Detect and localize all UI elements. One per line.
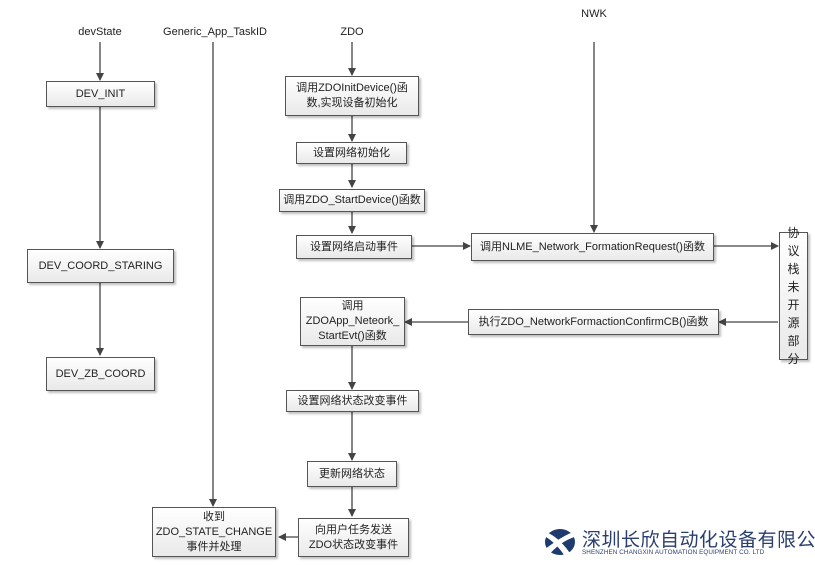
- start-device-box: 调用ZDO_StartDevice()函数: [279, 189, 425, 212]
- start-evt-box: 调用 ZDOApp_Neteork_ StartEvt()函数: [300, 297, 405, 346]
- start-event-box: 设置网络启动事件: [296, 235, 412, 259]
- stack-char-5: 开: [787, 298, 800, 312]
- state-change-event-box: 设置网络状态改变事件: [286, 390, 419, 412]
- stack-closed-source-box: 协 议 栈 未 开 源 部 分: [779, 226, 808, 366]
- formation-confirm-box: 执行ZDO_NetworkFormactionConfirmCB()函数: [468, 309, 719, 335]
- start-evt-line3: StartEvt()函数: [318, 330, 387, 342]
- task-receive-line1: 收到: [203, 510, 225, 523]
- taskid-label: Generic_App_TaskID: [163, 26, 267, 38]
- dev-coord-staring-box: DEV_COORD_STARING: [27, 249, 174, 283]
- start-device-text: 调用ZDO_StartDevice()函数: [283, 194, 421, 206]
- formation-request-text: 调用NLME_Network_FormationRequest()函数: [480, 240, 705, 253]
- dev-init-box: DEV_INIT: [46, 81, 155, 107]
- zdo-label: ZDO: [340, 26, 364, 38]
- dev-coord-staring-text: DEV_COORD_STARING: [38, 259, 163, 272]
- company-logo-icon: [544, 529, 578, 558]
- zdo-init-device-line2: 数,实现设备初始化: [306, 97, 398, 109]
- stack-char-7: 部: [787, 334, 800, 348]
- stack-char-4: 未: [787, 280, 800, 294]
- task-receive-line2: ZDO_STATE_CHANGE: [155, 525, 273, 538]
- stack-char-6: 源: [787, 316, 800, 330]
- zdo-init-device-box: 调用ZDOInitDevice()函 数,实现设备初始化: [285, 76, 419, 116]
- formation-request-box: 调用NLME_Network_FormationRequest()函数: [471, 233, 714, 261]
- start-evt-line1: 调用: [341, 300, 364, 312]
- zdo-init-device-line1: 调用ZDOInitDevice()函: [296, 82, 408, 94]
- stack-char-8: 分: [787, 352, 800, 366]
- send-event-line1: 向用户任务发送: [315, 523, 392, 536]
- stack-char-2: 议: [787, 244, 800, 258]
- company-name-en: SHENZHEN CHANGXIN AUTOMATION EQUIPMENT C…: [582, 549, 765, 556]
- update-state-box: 更新网络状态: [307, 461, 397, 487]
- stack-char-3: 栈: [787, 262, 800, 276]
- nwk-label: NWK: [581, 8, 607, 20]
- company-name-cn: 深圳长欣自动化设备有限公司: [582, 530, 815, 551]
- network-init-text: 设置网络初始化: [313, 146, 390, 159]
- dev-init-text: DEV_INIT: [75, 87, 126, 100]
- send-event-box: 向用户任务发送 ZDO状态改变事件: [298, 518, 409, 557]
- formation-confirm-text: 执行ZDO_NetworkFormactionConfirmCB()函数: [478, 315, 709, 328]
- task-receive-line3: 事件并处理: [186, 540, 242, 553]
- state-change-event-text: 设置网络状态改变事件: [297, 394, 408, 407]
- network-init-box: 设置网络初始化: [296, 142, 407, 164]
- start-event-text: 设置网络启动事件: [310, 240, 398, 253]
- dev-zb-coord-text: DEV_ZB_COORD: [55, 367, 146, 380]
- stack-char-1: 协: [787, 226, 800, 240]
- send-event-line2: ZDO状态改变事件: [308, 538, 399, 551]
- update-state-text: 更新网络状态: [319, 467, 385, 480]
- task-receive-box: 收到 ZDO_STATE_CHANGE 事件并处理: [152, 507, 276, 557]
- start-evt-line2: ZDOApp_Neteork_: [305, 315, 400, 327]
- devstate-label: devState: [78, 26, 122, 38]
- dev-zb-coord-box: DEV_ZB_COORD: [46, 357, 155, 391]
- company-logo: 深圳长欣自动化设备有限公司 SHENZHEN CHANGXIN AUTOMATI…: [542, 524, 815, 560]
